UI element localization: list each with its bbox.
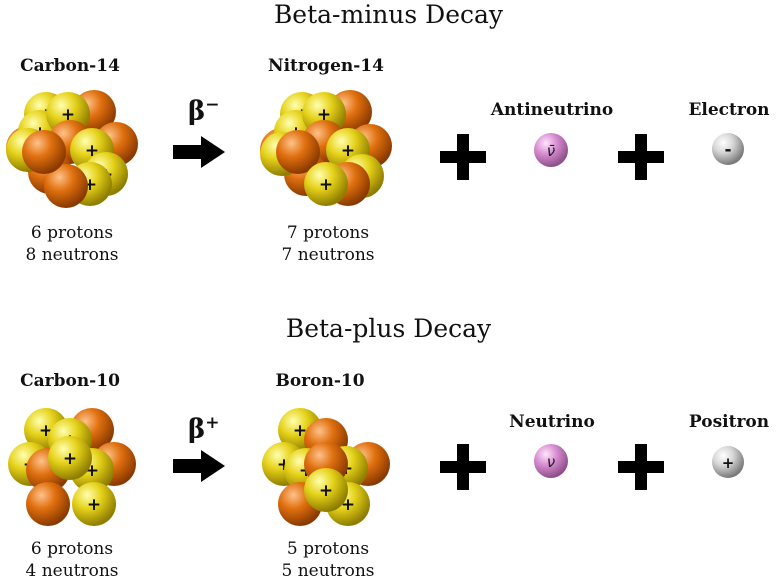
plus-sign-icon: [618, 444, 664, 490]
svg-text:+: +: [293, 421, 307, 441]
neutrino-particle: ν: [534, 444, 568, 478]
beta-sign: −: [205, 95, 220, 115]
electron-particle: -: [712, 133, 744, 165]
beta-minus-symbol: β−: [188, 95, 220, 127]
boron-10-counts: 5 protons 5 neutrons: [281, 538, 374, 582]
neutron-sphere: [44, 164, 88, 208]
svg-text:+: +: [63, 449, 77, 469]
carbon-14-nucleus: +++++++: [6, 90, 138, 208]
beta-letter: β: [188, 96, 206, 127]
positron-label: Positron: [688, 412, 770, 432]
carbon-10-label: Carbon-10: [20, 371, 120, 391]
antineutrino-label: Antineutrino: [490, 100, 614, 120]
positron-particle: +: [712, 446, 744, 478]
antineutrino-symbol: ν̄: [547, 142, 555, 160]
proton-sphere: +: [72, 482, 116, 526]
nitrogen-14-protons: 7 protons: [286, 223, 370, 243]
svg-text:+: +: [341, 141, 355, 161]
lepton-sphere: [712, 446, 744, 478]
lepton-sphere: [712, 133, 744, 165]
carbon-10-protons: 6 protons: [30, 539, 114, 559]
plus-sign-icon: [440, 134, 486, 180]
electron-symbol: -: [724, 140, 731, 160]
nitrogen-14-neutrons: 7 neutrons: [281, 245, 375, 265]
proton-sphere: +: [304, 468, 348, 512]
carbon-14-neutrons: 8 neutrons: [25, 245, 119, 265]
neutrino-sphere: [534, 133, 568, 167]
carbon-10-nucleus: ++++++: [8, 408, 136, 526]
neutron-sphere: [276, 130, 320, 174]
svg-text:+: +: [319, 481, 333, 501]
beta-minus-title: Beta-minus Decay: [273, 0, 504, 29]
carbon-14-protons: 6 protons: [30, 223, 114, 243]
neutron-sphere: [22, 130, 66, 174]
carbon-14-label: Carbon-14: [20, 56, 120, 76]
carbon-14-counts: 6 protons 8 neutrons: [25, 222, 118, 266]
positron-symbol: +: [722, 454, 735, 472]
neutrino-label: Neutrino: [509, 412, 595, 432]
svg-text:+: +: [61, 105, 75, 125]
neutrino-symbol: ν: [547, 453, 555, 471]
antineutrino-particle: ν̄: [534, 133, 568, 167]
nitrogen-14-label: Nitrogen-14: [268, 56, 384, 76]
proton-sphere: +: [48, 436, 92, 480]
boron-10-nucleus: ++++++: [262, 408, 390, 526]
svg-text:+: +: [87, 495, 101, 515]
nitrogen-14-nucleus: +++++++: [260, 90, 392, 206]
carbon-10-counts: 6 protons 4 neutrons: [25, 538, 118, 582]
svg-text:+: +: [319, 175, 333, 195]
boron-10-protons: 5 protons: [286, 539, 370, 559]
right-arrow-icon: [173, 136, 225, 168]
carbon-10-neutrons: 4 neutrons: [25, 561, 119, 581]
neutron-sphere: [26, 482, 70, 526]
boron-10-neutrons: 5 neutrons: [281, 561, 375, 581]
boron-10-label: Boron-10: [275, 371, 365, 391]
beta-letter: β: [188, 414, 206, 445]
beta-plus-title: Beta-plus Decay: [285, 314, 492, 343]
beta-plus-symbol: β+: [188, 413, 220, 445]
nitrogen-14-counts: 7 protons 7 neutrons: [281, 222, 374, 266]
beta-sign: +: [205, 413, 220, 433]
plus-sign-icon: [618, 134, 664, 180]
svg-text:+: +: [317, 105, 331, 125]
right-arrow-icon: [173, 450, 225, 482]
neutrino-sphere: [534, 444, 568, 478]
plus-sign-icon: [440, 444, 486, 490]
proton-sphere: +: [304, 162, 348, 206]
electron-label: Electron: [688, 100, 770, 120]
